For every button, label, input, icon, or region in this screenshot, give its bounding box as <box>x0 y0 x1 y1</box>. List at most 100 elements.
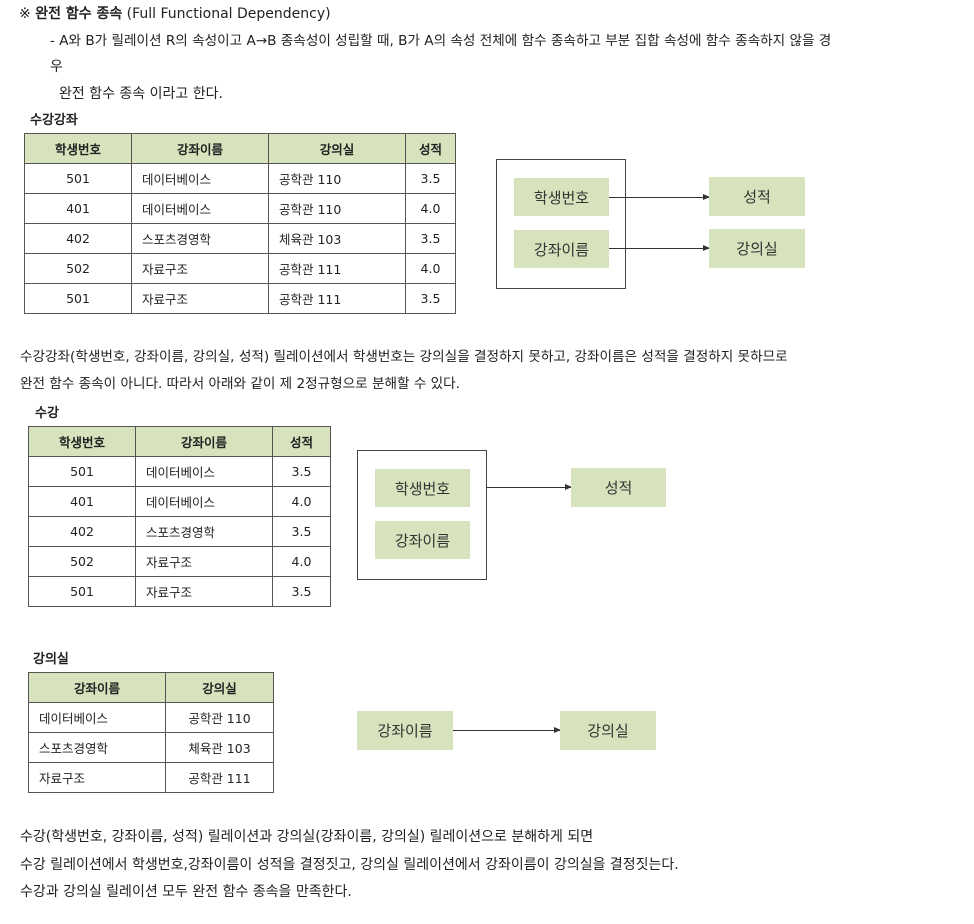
table-cell: 공학관 111 <box>165 762 274 793</box>
table-cell: 3.5 <box>272 516 331 547</box>
table-cell: 스포츠경영학 <box>135 516 273 547</box>
table-cell: 4.0 <box>272 486 331 517</box>
definition-line-1-wrap: 우 <box>50 59 63 75</box>
arrow-to-grade <box>487 484 572 490</box>
table-cell: 501 <box>24 163 132 194</box>
node-student-no: 학생번호 <box>375 469 470 507</box>
determinant-group-frame <box>496 159 626 289</box>
table-cell: 501 <box>24 283 132 314</box>
table-cell: 3.5 <box>405 223 456 254</box>
column-header: 강의실 <box>268 133 406 164</box>
table-cell: 데이터베이스 <box>131 193 269 224</box>
definition-line-1: - A와 B가 릴레이션 R의 속성이고 A→B 종속성이 성립할 때, B가 … <box>50 33 832 49</box>
reference-mark: ※ <box>19 6 31 22</box>
table-cell: 공학관 110 <box>165 702 274 733</box>
node-student-no: 학생번호 <box>514 178 609 216</box>
table-cell: 501 <box>28 576 136 607</box>
column-header: 강좌이름 <box>131 133 269 164</box>
table-cell: 3.5 <box>405 163 456 194</box>
table-cell: 501 <box>28 456 136 487</box>
table-cell: 공학관 111 <box>268 253 406 284</box>
column-header: 학생번호 <box>28 426 136 457</box>
node-course-name: 강좌이름 <box>375 521 470 559</box>
table-cell: 502 <box>24 253 132 284</box>
table-cell: 데이터베이스 <box>135 456 273 487</box>
table-cell: 공학관 110 <box>268 193 406 224</box>
table-cell: 자료구조 <box>131 283 269 314</box>
table-header-row: 학생번호 강좌이름 강의실 성적 <box>24 133 456 164</box>
column-header: 강의실 <box>165 672 274 703</box>
table-cell: 체육관 103 <box>165 732 274 763</box>
arrow-to-grade <box>609 194 710 200</box>
table-cell: 자료구조 <box>135 576 273 607</box>
determinant-group-frame <box>357 450 487 580</box>
table-cell: 4.0 <box>405 193 456 224</box>
node-grade: 성적 <box>709 177 805 216</box>
table-caption-sugang-gangjwa: 수강강좌 <box>30 113 78 128</box>
conclusion-line-1: 수강(학생번호, 강좌이름, 성적) 릴레이션과 강의실(강좌이름, 강의실) … <box>20 829 594 845</box>
table-cell: 3.5 <box>405 283 456 314</box>
table-cell: 4.0 <box>272 546 331 577</box>
table-cell: 체육관 103 <box>268 223 406 254</box>
heading-subtitle: (Full Functional Dependency) <box>126 6 331 22</box>
table-cell: 3.5 <box>272 456 331 487</box>
conclusion-line-2: 수강 릴레이션에서 학생번호,강좌이름이 성적을 결정짓고, 강의실 릴레이션에… <box>20 857 679 873</box>
table-cell: 스포츠경영학 <box>131 223 269 254</box>
table-cell: 자료구조 <box>135 546 273 577</box>
table-cell: 스포츠경영학 <box>28 732 166 763</box>
table-cell: 401 <box>24 193 132 224</box>
table-cell: 401 <box>28 486 136 517</box>
table-cell: 502 <box>28 546 136 577</box>
node-course-name: 강좌이름 <box>357 711 453 750</box>
table-cell: 자료구조 <box>28 762 166 793</box>
column-header: 성적 <box>405 133 456 164</box>
conclusion-line-3: 수강과 강의실 릴레이션 모두 완전 함수 종속을 만족한다. <box>20 884 352 900</box>
table-cell: 데이터베이스 <box>28 702 166 733</box>
table-header-row: 강좌이름 강의실 <box>28 672 274 703</box>
explanation-line-1: 수강강좌(학생번호, 강좌이름, 강의실, 성적) 릴레이션에서 학생번호는 강… <box>20 349 788 365</box>
table-caption-sugang: 수강 <box>35 406 59 421</box>
definition-line-2: 완전 함수 종속 이라고 한다. <box>59 86 223 102</box>
table-header-row: 학생번호 강좌이름 성적 <box>28 426 331 457</box>
node-classroom: 강의실 <box>709 229 805 268</box>
table-cell: 공학관 110 <box>268 163 406 194</box>
table-caption-classroom: 강의실 <box>33 652 69 667</box>
table-cell: 자료구조 <box>131 253 269 284</box>
heading-title: 완전 함수 종속 <box>35 6 123 22</box>
node-grade: 성적 <box>571 468 666 507</box>
table-cell: 402 <box>24 223 132 254</box>
column-header: 강좌이름 <box>135 426 273 457</box>
explanation-line-2: 완전 함수 종속이 아니다. 따라서 아래와 같이 제 2정규형으로 분해할 수… <box>20 376 461 392</box>
column-header: 강좌이름 <box>28 672 166 703</box>
section-heading: ※ 완전 함수 종속 (Full Functional Dependency) <box>19 5 331 23</box>
table-cell: 4.0 <box>405 253 456 284</box>
node-course-name: 강좌이름 <box>514 230 609 268</box>
table-cell: 공학관 111 <box>268 283 406 314</box>
arrow-to-classroom <box>453 727 561 733</box>
arrow-to-classroom <box>609 245 710 251</box>
table-cell: 데이터베이스 <box>131 163 269 194</box>
table-cell: 데이터베이스 <box>135 486 273 517</box>
table-cell: 402 <box>28 516 136 547</box>
node-classroom: 강의실 <box>560 711 656 750</box>
column-header: 성적 <box>272 426 331 457</box>
column-header: 학생번호 <box>24 133 132 164</box>
table-cell: 3.5 <box>272 576 331 607</box>
